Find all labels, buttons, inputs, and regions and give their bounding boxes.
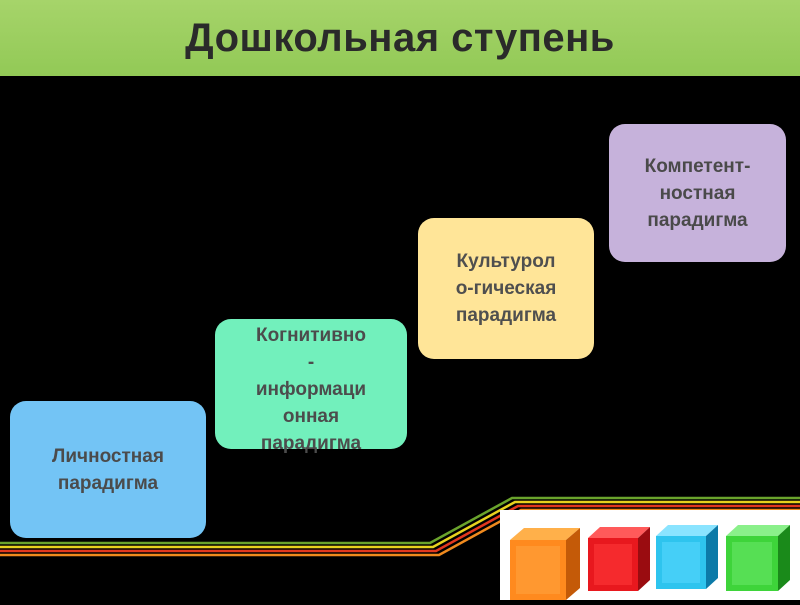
personal-paradigm-label: Личностная парадигма: [52, 445, 164, 494]
title-bar: Дошкольная ступень: [0, 0, 800, 76]
slide-title: Дошкольная ступень: [185, 15, 615, 60]
cognitive-paradigm-label: Когнитивно - информаци онная парадигма: [255, 324, 367, 454]
cultural-paradigm-box: Культурол о-гическая парадигма: [418, 218, 594, 359]
cultural-paradigm-label: Культурол о-гическая парадигма: [455, 251, 557, 326]
competence-paradigm-label: Компетент- ностная парадигма: [644, 155, 751, 231]
orange-cube-icon: [510, 528, 580, 600]
blue-cube-icon: [656, 525, 718, 589]
red-cube-icon: [588, 527, 650, 591]
cognitive-paradigm-box: Когнитивно - информаци онная парадигма: [215, 319, 407, 454]
competence-paradigm-box: Компетент- ностная парадигма: [609, 124, 786, 262]
cubes-image: [500, 510, 800, 600]
green-cube-icon: [726, 525, 790, 591]
personal-paradigm-box: Личностная парадигма: [10, 401, 206, 538]
